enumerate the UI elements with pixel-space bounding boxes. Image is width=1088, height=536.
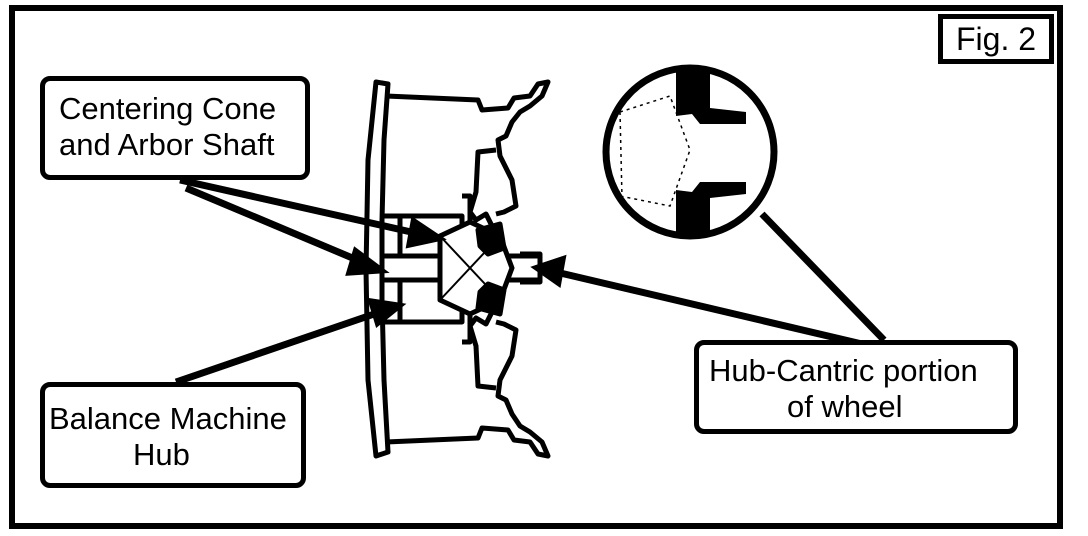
hub-centric-label: Hub-Cantric portion of wheel: [694, 340, 1018, 434]
arrowhead-shaft: [345, 246, 390, 276]
figure-number-label: Fig. 2: [938, 14, 1054, 64]
hub-centric-label-line2: of wheel: [787, 389, 903, 424]
leader-magnifier: [759, 211, 887, 343]
leader-hubcentric: [555, 268, 863, 348]
wheel-upper-barrel: [385, 79, 551, 217]
arrowhead-hub: [367, 297, 407, 328]
centering-cone-label: Centering Cone and Arbor Shaft: [40, 76, 310, 180]
wheel-upper-spoke: [467, 147, 497, 228]
magnified-upper-bore: [676, 70, 746, 124]
centering-cone-label-line2: and Arbor Shaft: [59, 127, 275, 162]
magnified-lower-bore: [676, 182, 746, 236]
arrowhead-hubcentric: [530, 254, 567, 288]
wheel-lower-barrel: [385, 319, 551, 459]
hub-mount-lines: [382, 213, 400, 325]
detail-magnifier: [602, 64, 778, 240]
bore-detail-upper: [475, 221, 507, 257]
balance-hub-label-line2: Hub: [133, 437, 190, 472]
leader-hub: [174, 308, 382, 386]
wheel-lower-spoke: [467, 310, 497, 391]
hub-centric-label-line1: Hub-Cantric portion: [709, 353, 978, 388]
bore-detail-lower: [475, 281, 507, 317]
centering-cone-label-line1: Centering Cone: [59, 91, 277, 126]
balance-hub-label-line1: Balance Machine: [49, 401, 287, 436]
arrowhead-cone: [405, 216, 447, 249]
leader-cone-to-shaft: [184, 184, 364, 266]
leader-cone-to-cone: [179, 176, 421, 238]
figure-border: [9, 5, 1063, 529]
wheel-cross-section: [363, 79, 551, 459]
leader-lines: [174, 176, 887, 386]
figure-number-text: Fig. 2: [955, 21, 1037, 57]
magnifier-dashes: [619, 95, 691, 207]
balance-machine-hub-label: Balance Machine Hub: [40, 382, 306, 488]
